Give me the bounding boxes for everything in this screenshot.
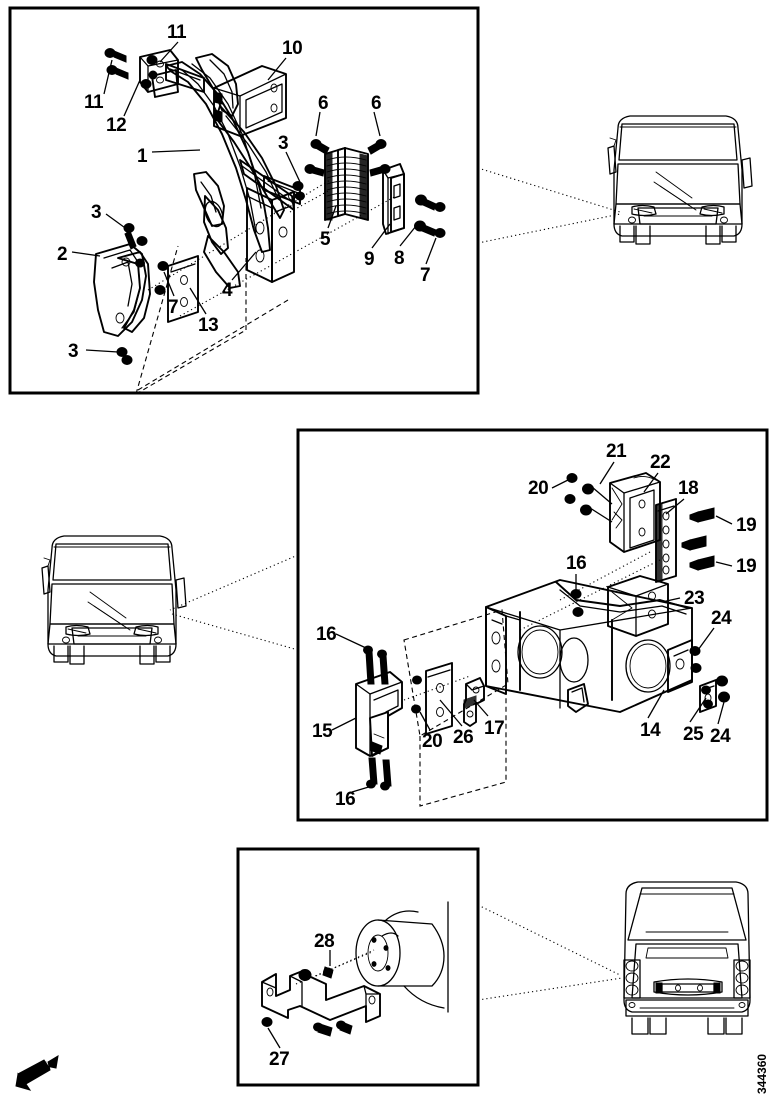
part-1-rib-b — [191, 63, 262, 209]
callout-labels-middle: 21 22 20 18 19 19 16 23 24 16 15 20 26 1… — [312, 441, 757, 810]
callout-mid-20a: 20 — [528, 478, 548, 499]
callout-top-1: 1 — [137, 146, 148, 167]
part-1-lower-arm — [215, 105, 285, 219]
callout-top-11a: 11 — [167, 22, 187, 43]
assembly-axes-top — [135, 179, 397, 395]
callout-top-10: 10 — [282, 38, 302, 59]
callout-mid-19b: 19 — [736, 556, 756, 577]
bus-taillamp-left — [623, 959, 641, 999]
callout-leaders-top — [71, 41, 437, 353]
callout-top-12: 12 — [106, 115, 126, 136]
part-1-upper-flange — [195, 53, 239, 117]
bus-rear-view-bottom — [623, 881, 751, 1035]
callout-mid-18: 18 — [678, 478, 698, 499]
callout-top-4: 4 — [222, 280, 233, 301]
part-14-lamp-aperture-right — [625, 639, 671, 693]
callout-top-13: 13 — [198, 315, 218, 336]
bus-front-view-top — [607, 115, 753, 245]
callout-top-9: 9 — [364, 249, 374, 270]
part-1-boss — [193, 171, 225, 227]
callout-mid-22: 22 — [650, 452, 670, 473]
callout-mid-23: 23 — [684, 588, 704, 609]
panel-border-bottom — [236, 847, 480, 1087]
callout-mid-16b: 16 — [566, 553, 586, 574]
callout-mid-16c: 16 — [335, 789, 355, 810]
panel-to-vehicle-leaders — [169, 167, 623, 1001]
part-2-deflector — [93, 243, 147, 337]
callout-leaders-bottom — [267, 950, 331, 1049]
callout-top-3c: 3 — [68, 341, 78, 362]
callout-top-8: 8 — [394, 248, 404, 269]
callout-mid-26: 26 — [453, 727, 473, 748]
callout-top-3a: 3 — [278, 133, 288, 154]
callout-mid-20b: 20 — [422, 731, 442, 752]
callout-bot-28: 28 — [314, 931, 334, 952]
panel-border-top — [8, 6, 480, 395]
callout-labels-bottom: 28 27 — [269, 931, 335, 1070]
fastener-group-11 — [104, 48, 158, 89]
callout-labels-top: 11 10 11 12 6 6 1 3 3 2 5 9 8 7 4 7 13 3 — [57, 22, 431, 362]
fastener-group-8-7 — [414, 194, 446, 238]
part-26-plate — [425, 662, 453, 735]
callout-mid-14: 14 — [640, 720, 661, 741]
bus-headlamp-right — [699, 204, 725, 217]
assembly-axes-bottom — [295, 949, 375, 985]
bus-rear-window — [627, 887, 747, 941]
callout-top-3b: 3 — [91, 202, 101, 223]
callout-top-5: 5 — [320, 229, 331, 250]
part-14-lamp-aperture-left — [517, 625, 563, 679]
callout-bot-27: 27 — [269, 1049, 289, 1070]
fastener-group-3-right — [292, 181, 305, 201]
bus-mirror-right — [741, 157, 753, 189]
callout-mid-21: 21 — [606, 441, 627, 462]
bus-rear-bumper — [625, 999, 749, 1017]
bus-mirror-left — [607, 145, 617, 175]
bus-front-view-middle — [41, 535, 187, 665]
part-5-grille-block — [324, 147, 369, 221]
fastener-group-19 — [681, 507, 715, 571]
callout-leaders-middle — [331, 461, 733, 793]
fastener-group-7-left — [154, 261, 169, 295]
callout-mid-25: 25 — [683, 724, 704, 745]
bus-roof-band — [618, 123, 738, 161]
part-25-small-plate — [699, 679, 717, 713]
callout-top-7a: 7 — [168, 297, 178, 318]
bus-licence-plate-recess — [653, 978, 723, 996]
fastener-group-6 — [304, 139, 391, 177]
rear-bumper-exploded-artwork — [331, 461, 733, 807]
callout-mid-19a: 19 — [736, 515, 756, 536]
part-14-top-rail — [555, 581, 689, 609]
front-bumper-exploded-artwork — [71, 41, 446, 395]
bus-taillamp-right — [733, 959, 751, 999]
callout-mid-17: 17 — [484, 718, 504, 739]
part-10-housing — [213, 65, 287, 137]
part-14-centre-lug — [567, 683, 589, 713]
fastener-group-3-left — [116, 223, 148, 365]
assembly-axes-middle — [403, 551, 661, 807]
callout-mid-24b: 24 — [710, 726, 731, 747]
drawing-number: 344360 — [755, 1054, 769, 1094]
bus-rear-body — [623, 881, 751, 1013]
fastener-group-21-20 — [564, 473, 594, 516]
mud-flap-bracket-artwork — [261, 901, 449, 1049]
fastener-group-16 — [363, 589, 584, 791]
part-3-bracket-upper — [263, 175, 301, 205]
fastener-group-27-28 — [261, 966, 353, 1037]
bus-bumper — [613, 203, 743, 225]
callout-top-7b: 7 — [420, 265, 430, 286]
callout-top-6a: 6 — [318, 93, 328, 114]
callout-mid-15: 15 — [312, 721, 333, 742]
part-13-plate — [167, 255, 199, 323]
panel-border-middle — [296, 428, 769, 822]
callout-top-6b: 6 — [371, 93, 381, 114]
wheel-hub-body — [377, 919, 445, 987]
callout-top-2: 2 — [57, 244, 67, 265]
callout-mid-24a: 24 — [711, 608, 732, 629]
bus-headlamp-left — [631, 204, 657, 217]
callout-top-11b: 11 — [84, 92, 104, 113]
orientation-arrow-icon — [15, 1055, 59, 1091]
callout-mid-16a: 16 — [316, 624, 336, 645]
